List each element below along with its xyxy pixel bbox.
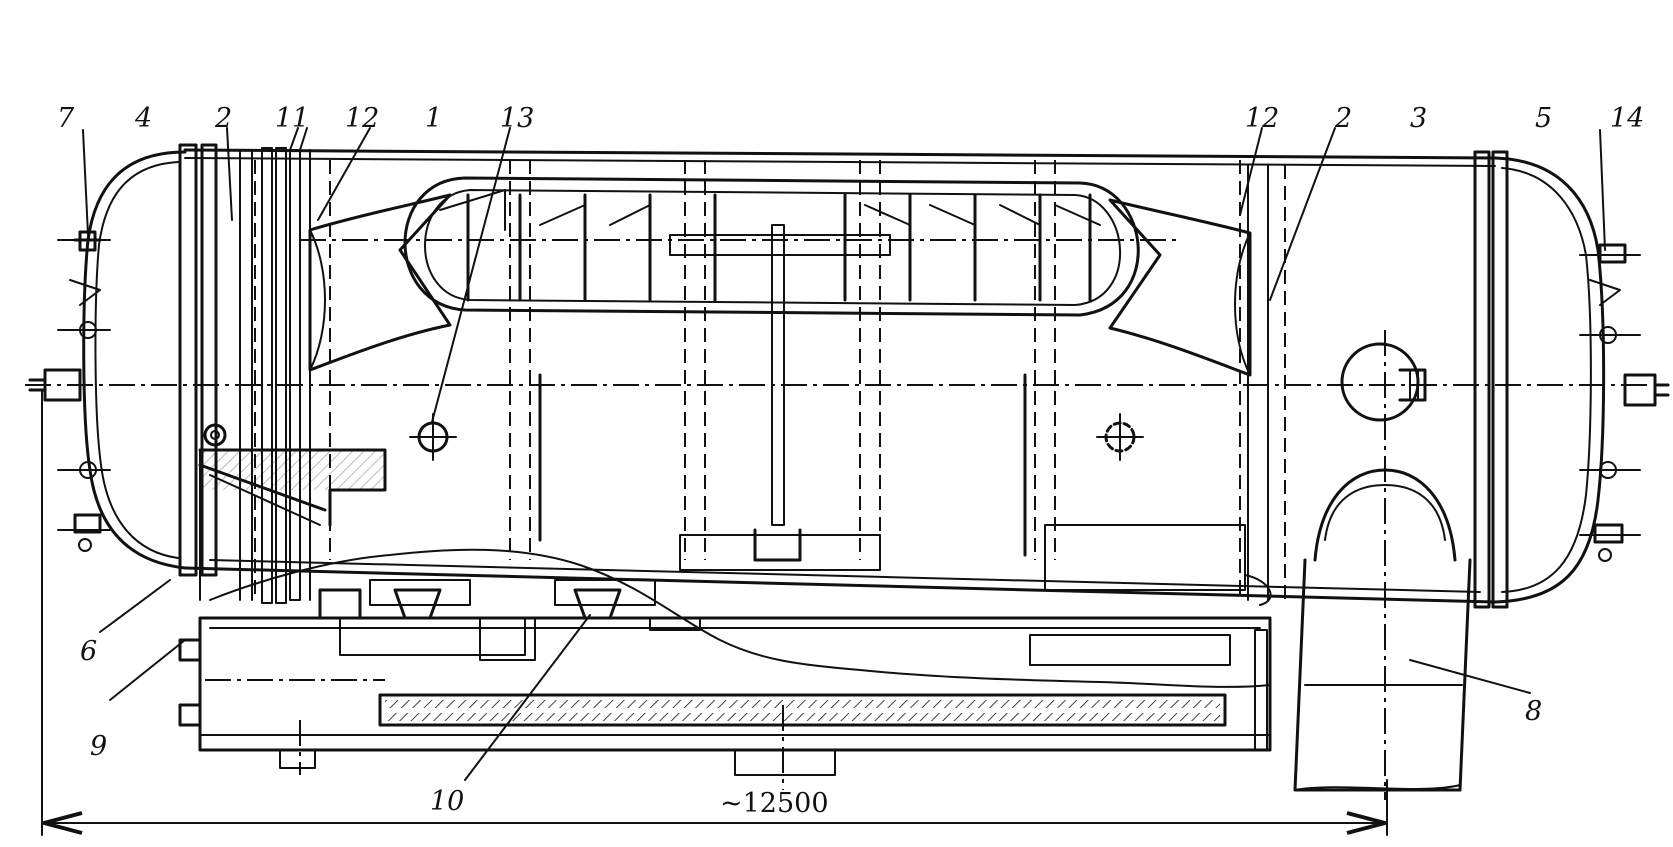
base-supports: [318, 579, 1231, 666]
callout-10: 10: [430, 786, 464, 817]
callout-5: 5: [1535, 103, 1552, 134]
callout-4: 4: [134, 103, 152, 134]
callout-11: 11: [275, 103, 309, 134]
callout-1: 1: [425, 103, 442, 134]
break-line: [209, 548, 1271, 688]
right-flanges: [1473, 150, 1509, 609]
callout-3: 3: [1410, 103, 1427, 134]
leader-lines: [82, 127, 1606, 781]
callout-12-right: 12: [1245, 103, 1279, 134]
left-flanges: [178, 143, 311, 604]
right-fittings: [1579, 243, 1670, 562]
callout-6: 6: [80, 636, 97, 667]
callout-7: 7: [57, 103, 75, 134]
left-end-cover: [82, 150, 187, 570]
callout-2-left: 2: [214, 103, 232, 134]
right-nozzle: [1340, 342, 1427, 422]
callout-12-left: 12: [345, 103, 379, 134]
callout-14: 14: [1610, 103, 1644, 134]
base-box: [178, 616, 1272, 790]
internal-baffles: [254, 160, 1286, 601]
left-bracket: [198, 423, 387, 601]
inspection-hole-right: [1096, 413, 1144, 461]
callout-9: 9: [90, 731, 107, 762]
left-fittings: [28, 230, 111, 552]
tube-bundle: [403, 176, 1140, 526]
overall-dimension: [41, 389, 1388, 836]
wing-plates: [308, 193, 1252, 377]
outlet-pipe: [1293, 330, 1472, 800]
lower-internals: [538, 373, 1272, 606]
dimension-length-label: ~12500: [720, 788, 829, 819]
callout-2-right: 2: [1334, 103, 1352, 134]
callout-13: 13: [500, 103, 534, 134]
callout-8: 8: [1525, 696, 1542, 727]
